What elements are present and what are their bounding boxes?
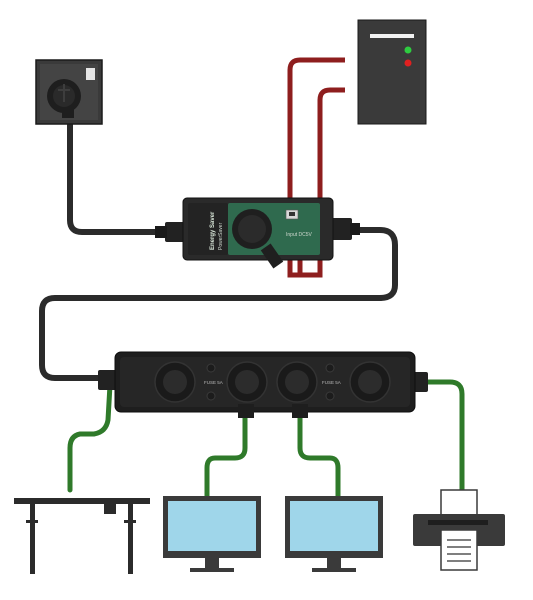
green-cables	[67, 379, 465, 501]
socket-label: Input DC5V	[286, 232, 313, 238]
wall-outlet-icon	[35, 59, 103, 125]
power-strip-icon: FUSE 5A FUSE 5A	[98, 351, 428, 418]
controller-model: PowerSaver	[218, 222, 224, 250]
fuse-label-right: FUSE 5A	[322, 380, 341, 385]
power-led-red-icon	[404, 59, 412, 67]
desk-icon	[14, 498, 150, 574]
green-cable-monitor-2	[297, 407, 341, 501]
energy-saver-controller-icon: Input DC5V Energy Saver PowerSaver	[155, 197, 360, 269]
printer-icon	[413, 489, 505, 571]
black-cable-outlet-to-controller	[67, 112, 181, 235]
black-cable-controller-to-strip	[39, 227, 398, 381]
monitor-icon-2	[285, 496, 383, 572]
fuse-label-left: FUSE 5A	[204, 380, 223, 385]
controller-brand: Energy Saver	[210, 211, 216, 250]
power-led-green-icon	[404, 46, 412, 54]
computer-tower-icon	[357, 19, 427, 125]
monitor-icon	[163, 496, 261, 572]
green-cable-printer	[412, 379, 465, 493]
green-cable-monitor-1	[204, 407, 248, 501]
green-cable-desk	[67, 382, 113, 493]
